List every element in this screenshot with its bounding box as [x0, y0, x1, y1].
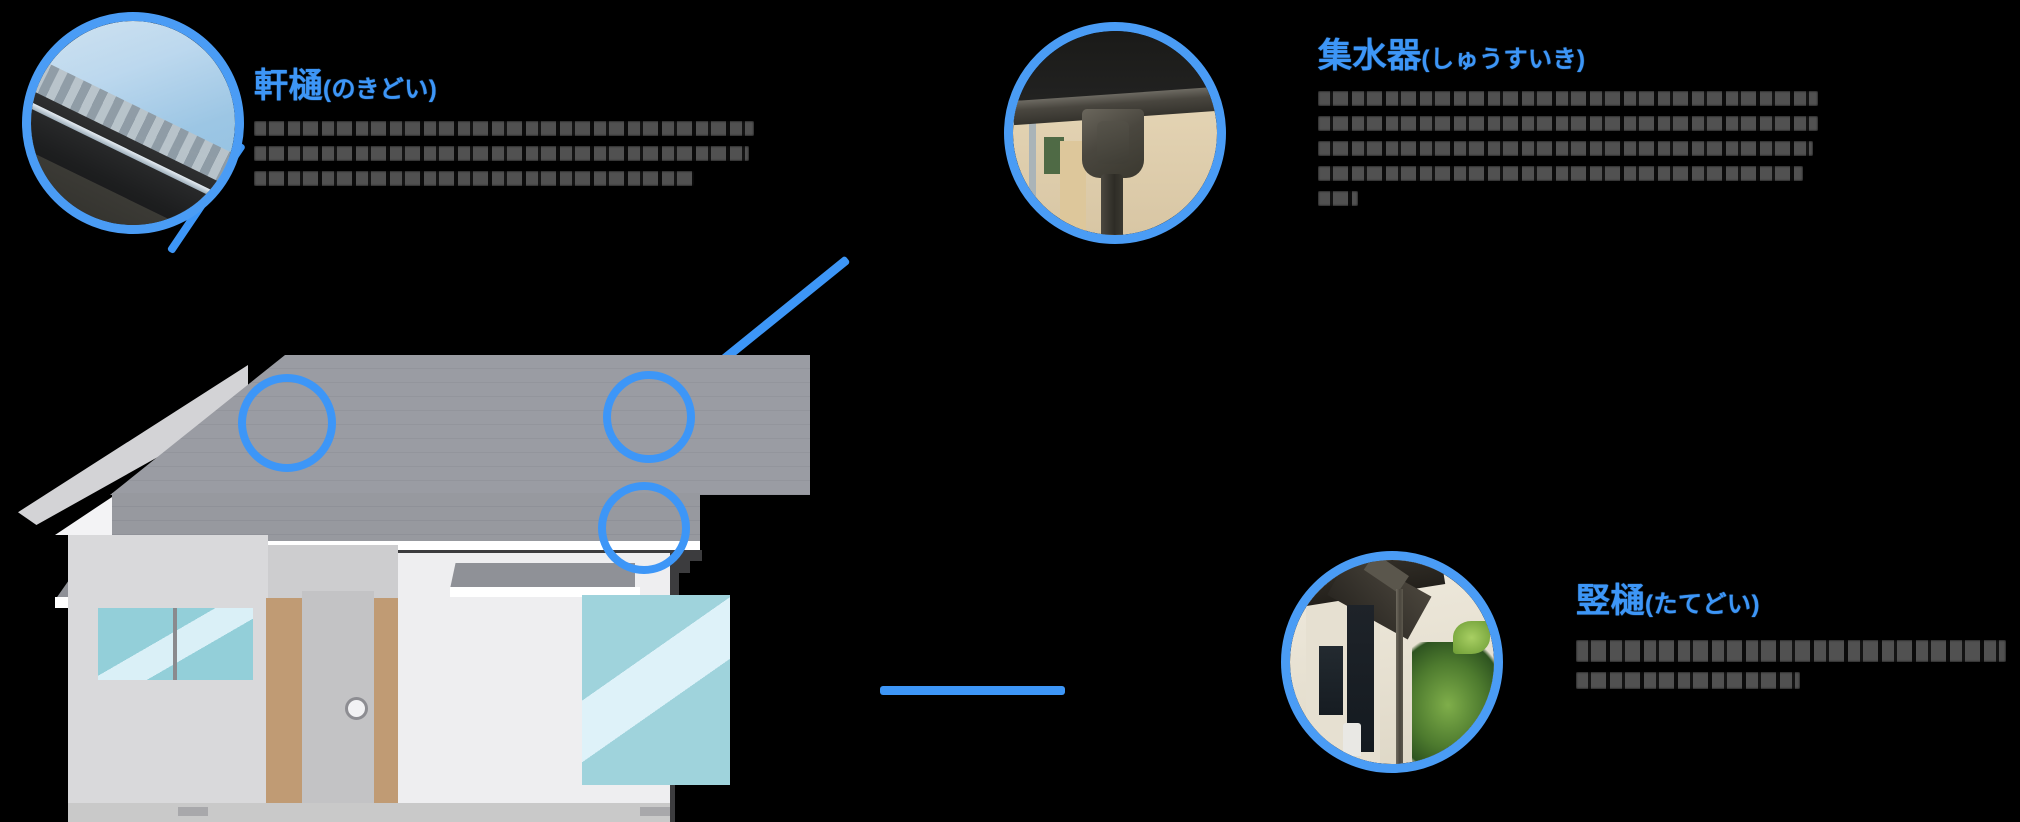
body-text-line — [254, 171, 694, 186]
body-text-line — [1318, 116, 1818, 131]
door-frame-left — [266, 598, 302, 822]
door-knob — [345, 697, 368, 720]
foundation-vent-right — [640, 807, 670, 816]
collector-panel-detail — [1096, 120, 1130, 164]
callout-noki-doi: 軒樋(のきどい) — [254, 58, 754, 196]
body-text-line — [1576, 640, 2006, 662]
body-text-line — [1318, 91, 1818, 106]
leaf-detail — [1453, 621, 1490, 654]
callout-kana-noki-doi: (のきどい) — [323, 76, 438, 103]
body-text-line — [1576, 672, 1800, 689]
callout-kana-shusuiki: (しゅうすいき) — [1421, 46, 1586, 73]
foundation — [68, 803, 670, 822]
callout-kanji-noki-doi: 軒樋 — [254, 67, 323, 105]
roof-main — [110, 355, 810, 495]
callout-title-shusuiki: 集水器(しゅうすいき) — [1318, 28, 1818, 77]
marker-gutter-ring[interactable] — [238, 374, 336, 472]
body-text-line — [1318, 191, 1358, 206]
connector-line-downspout — [880, 686, 1065, 695]
callout-title-tate-doi: 竪樋(たてどい) — [1576, 573, 2006, 622]
object-detail — [1343, 723, 1362, 756]
foliage-detail — [1043, 137, 1064, 174]
window-right-awning — [450, 563, 635, 589]
body-text-line — [1318, 141, 1813, 156]
marker-downspout-ring[interactable] — [598, 482, 690, 574]
callout-body-shusuiki — [1318, 91, 1818, 206]
window-right-awning-edge — [450, 587, 640, 597]
collector-box-photo-image — [1013, 31, 1217, 235]
callout-title-noki-doi: 軒樋(のきどい) — [254, 58, 754, 107]
downspout-photo-image — [1290, 560, 1494, 764]
collector-box-photo[interactable] — [1004, 22, 1226, 244]
downspout-photo[interactable] — [1281, 551, 1503, 773]
shrub-detail — [1412, 641, 1494, 764]
roof-fascia — [112, 541, 700, 550]
body-text-line — [254, 146, 749, 161]
board-detail — [1059, 141, 1087, 235]
downspout-detail — [1100, 173, 1124, 235]
callout-shusuiki: 集水器(しゅうすいき) — [1318, 28, 1818, 216]
body-text-line — [1318, 166, 1803, 181]
body-text-line — [254, 121, 754, 136]
callout-tate-doi: 竪樋(たてどい) — [1576, 573, 2006, 699]
callout-kanji-tate-doi: 竪樋 — [1576, 582, 1645, 620]
shutter-detail — [1318, 645, 1344, 716]
callout-body-noki-doi — [254, 121, 754, 186]
gutter-photo[interactable] — [22, 12, 244, 234]
house-diagram — [0, 355, 900, 822]
door-frame-right — [374, 598, 398, 822]
window-left-mullion — [173, 608, 177, 680]
callout-kanji-shusuiki: 集水器 — [1318, 37, 1422, 75]
gutter-photo-image — [31, 21, 235, 225]
marker-collector-ring[interactable] — [603, 371, 695, 463]
window-right-inner — [582, 595, 730, 785]
downspout-pipe-detail — [1396, 588, 1403, 764]
callout-body-tate-doi — [1576, 640, 2006, 689]
scaffold-pole-detail — [1029, 100, 1037, 235]
foundation-vent-left — [178, 807, 208, 816]
callout-kana-tate-doi: (たてどい) — [1645, 591, 1760, 618]
